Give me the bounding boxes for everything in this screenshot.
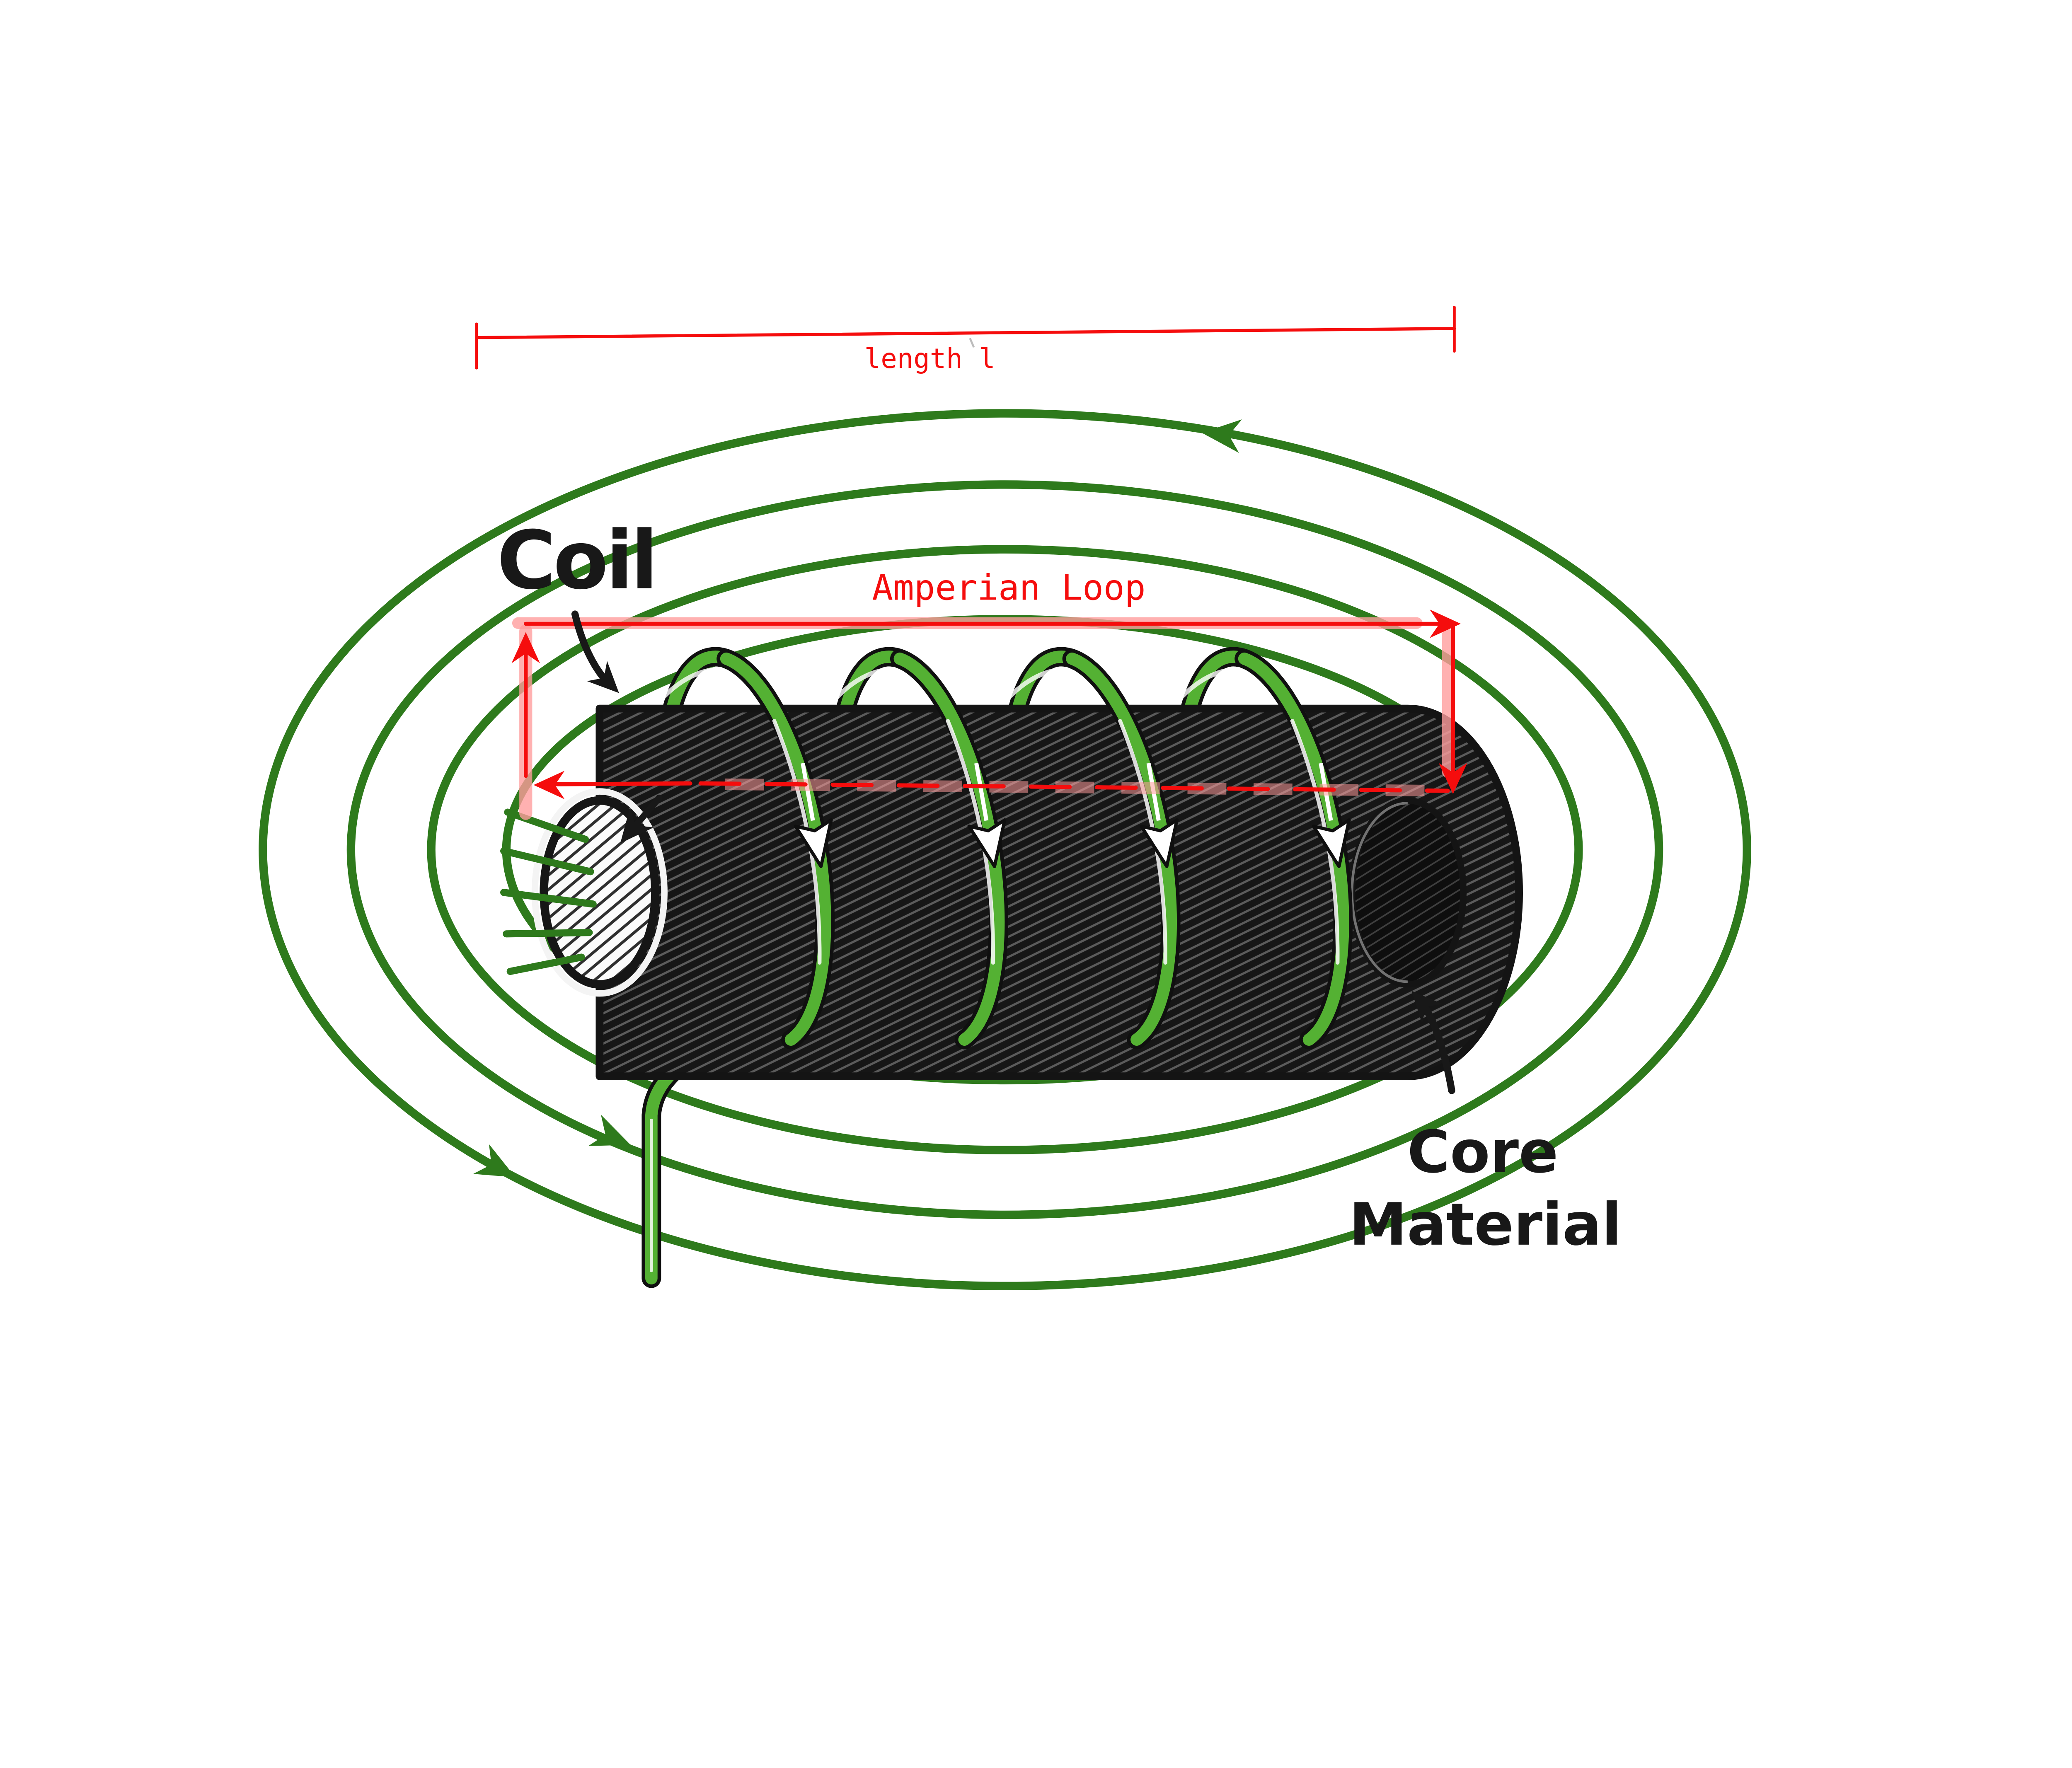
- coil-turn-3: [1062, 649, 1181, 1050]
- dimension-line: [475, 327, 1456, 339]
- core-left-face-rim: [531, 788, 668, 997]
- length-dimension: length l: [475, 305, 1456, 375]
- field-arrow-bottom-mid-icon: [588, 1115, 631, 1146]
- field-loop-outer: [259, 409, 1751, 1290]
- core-material-annotation: Core Material: [1349, 991, 1622, 1259]
- length-label: length l: [864, 343, 995, 375]
- field-loop-2: [346, 480, 1663, 1219]
- core-material-label-line1: Core: [1407, 1118, 1559, 1186]
- core-material-label-line2: Material: [1349, 1191, 1622, 1259]
- coil-label: Coil: [497, 513, 656, 607]
- core-right-face-rim: [1351, 802, 1408, 983]
- coil-turn-1: [716, 649, 835, 1050]
- core-left-face: [540, 796, 660, 989]
- amperian-loop: Amperian Loop: [511, 568, 1467, 820]
- amperian-arrow-down-icon: [1438, 763, 1467, 794]
- coil-turn-2: [890, 649, 1008, 1050]
- stray-mark: [969, 338, 975, 348]
- current-arrow-down-icon: [967, 762, 1007, 868]
- coil-pointer-arrowhead-icon: [587, 661, 619, 693]
- field-arrow-bottom-outer-icon: [473, 1144, 516, 1178]
- amperian-arrow-up-icon: [511, 632, 540, 663]
- field-arrow-top-left-icon: [1202, 419, 1242, 453]
- current-arrow-down-icon: [794, 762, 833, 868]
- amperian-loop-label: Amperian Loop: [872, 568, 1145, 608]
- core-axis-arrowhead-icon: [620, 807, 654, 844]
- amperian-bottom-edge-dashed: [698, 781, 1450, 793]
- amperian-arrow-right-icon: [1430, 609, 1461, 638]
- coil-turn-4: [1234, 649, 1353, 1050]
- amperian-arrow-left-icon: [533, 771, 565, 799]
- coil-front-strands: [716, 649, 1353, 1050]
- core-axis-arrow: [620, 794, 663, 844]
- core-material-cylinder: [500, 704, 1523, 1080]
- core-body: [595, 704, 1523, 1080]
- magnetic-field-lines: [259, 409, 1751, 1290]
- coil-annotation: Coil: [497, 513, 658, 693]
- field-loop-3: [427, 545, 1583, 1154]
- core-pointer-arrowhead-icon: [1411, 991, 1443, 1023]
